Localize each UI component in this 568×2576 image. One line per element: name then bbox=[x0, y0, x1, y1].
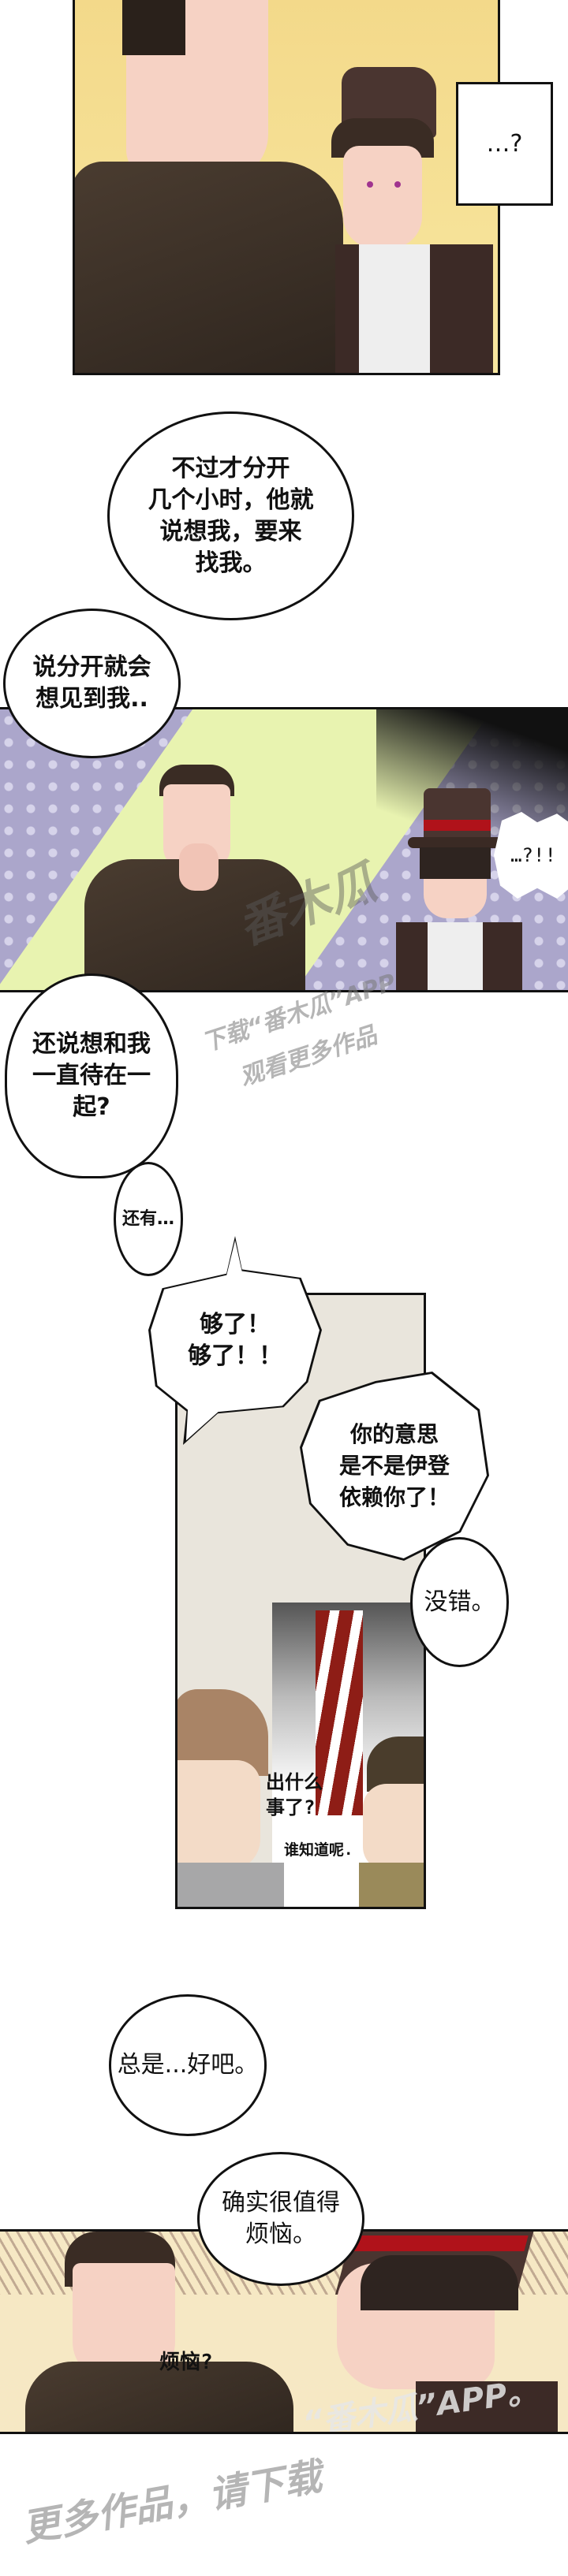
caption-text: …? bbox=[486, 129, 523, 158]
bubble-text: 总是...好吧。 bbox=[117, 2051, 259, 2079]
speech-bubble: 不过才分开 几个小时，他就 说想我，要来 找我。 bbox=[107, 411, 354, 620]
panel-1 bbox=[73, 0, 500, 375]
speech-bubble: 确实很值得 烦恼。 bbox=[197, 2152, 364, 2286]
bubble-text: 不过才分开 几个小时，他就 说想我，要来 找我。 bbox=[148, 454, 314, 577]
panel-3: 出什么 事了? 谁知道呢. bbox=[175, 1293, 426, 1909]
man-figure bbox=[25, 2232, 293, 2432]
panel-4: 烦恼? “番木瓜”APP。 bbox=[0, 2229, 568, 2434]
speech-bubble-small: 还有… bbox=[114, 1162, 183, 1276]
speech-bubble: 没错。 bbox=[410, 1537, 509, 1667]
man-figure bbox=[75, 0, 343, 373]
mutter-text: 烦恼? bbox=[159, 2351, 213, 2374]
speech-bubble: 还说想和我 一直待在一 起? bbox=[5, 973, 178, 1178]
bubble-text: 还有… bbox=[121, 1208, 174, 1229]
speech-bubble: 说分开就会 想见到我.. bbox=[3, 609, 181, 758]
caption-box: …? bbox=[456, 82, 553, 206]
shout-text: 够了！ 够了！！ bbox=[188, 1310, 282, 1370]
bubble-text: 说分开就会 想见到我.. bbox=[32, 653, 151, 713]
whisper-text: 出什么 事了? bbox=[266, 1771, 323, 1818]
bubble-text: 还说想和我 一直待在一 起? bbox=[32, 1030, 151, 1121]
man-figure bbox=[84, 765, 305, 990]
speech-bubble: 总是...好吧。 bbox=[109, 1994, 267, 2136]
whisper-text: 谁知道呢. bbox=[284, 1841, 353, 1859]
bystander-left bbox=[178, 1689, 284, 1907]
hat-figure bbox=[313, 2232, 558, 2432]
bubble-text: 没错。 bbox=[424, 1588, 495, 1616]
hat-figure bbox=[312, 67, 498, 373]
bystander-right bbox=[359, 1737, 424, 1907]
panel-2: 番木瓜 bbox=[0, 707, 568, 992]
hat-figure bbox=[376, 788, 534, 990]
bubble-text: 你的意思 是不是伊登 依赖你了！ bbox=[338, 1421, 450, 1510]
bubble-text: 确实很值得 烦恼。 bbox=[222, 2189, 340, 2248]
exclaim-bubble: …?!! bbox=[494, 812, 568, 899]
exclaim-text: …?!! bbox=[510, 844, 556, 866]
footer-watermark: 更多作品，请下载 bbox=[18, 2455, 325, 2551]
